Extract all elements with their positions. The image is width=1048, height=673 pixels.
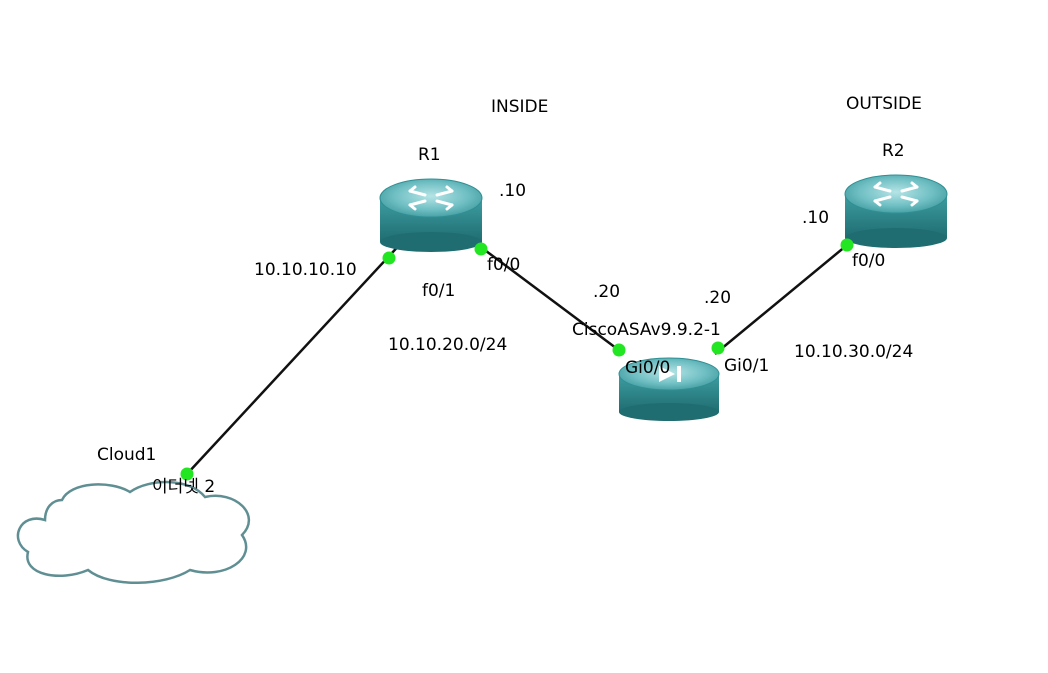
subnet-label: 10.10.30.0/24 [794, 342, 914, 362]
host-address-label: .20 [593, 282, 621, 302]
link-asa-r2[interactable] [714, 235, 859, 355]
cloud-icon[interactable] [16, 480, 250, 584]
host-address-label: .10 [802, 208, 830, 228]
device-label-r1[interactable]: R1 [418, 145, 441, 165]
port-dot[interactable] [711, 341, 725, 355]
interface-label: f0/0 [852, 251, 886, 271]
interface-label: f0/1 [422, 281, 456, 301]
link-cloud-r1[interactable] [186, 239, 405, 475]
host-address-label: .10 [499, 181, 527, 201]
port-dot[interactable] [180, 467, 194, 481]
host-address-label: .20 [704, 288, 732, 308]
zone-label-outside: OUTSIDE [846, 94, 922, 114]
router-icon[interactable] [844, 174, 948, 248]
device-label-r2[interactable]: R2 [882, 141, 905, 161]
interface-label: 이더넷 2 [152, 477, 216, 497]
firewall-icon[interactable] [618, 357, 720, 421]
port-dot[interactable] [612, 343, 626, 357]
subnet-label: 10.10.20.0/24 [388, 335, 508, 355]
router-icon[interactable] [379, 178, 483, 252]
interface-label: f0/0 [487, 255, 521, 275]
ip-address-label: 10.10.10.10 [254, 260, 357, 280]
interface-label: Gi0/0 [625, 358, 671, 378]
port-dot[interactable] [382, 251, 396, 265]
zone-label-inside: INSIDE [491, 97, 549, 117]
interface-label: Gi0/1 [724, 356, 770, 376]
link-r1-asa[interactable] [465, 234, 625, 356]
device-label-cloud[interactable]: Cloud1 [97, 445, 157, 465]
port-dot[interactable] [474, 242, 488, 256]
port-dot[interactable] [840, 238, 854, 252]
device-label-asa[interactable]: CiscoASAv9.9.2-1 [572, 320, 721, 340]
